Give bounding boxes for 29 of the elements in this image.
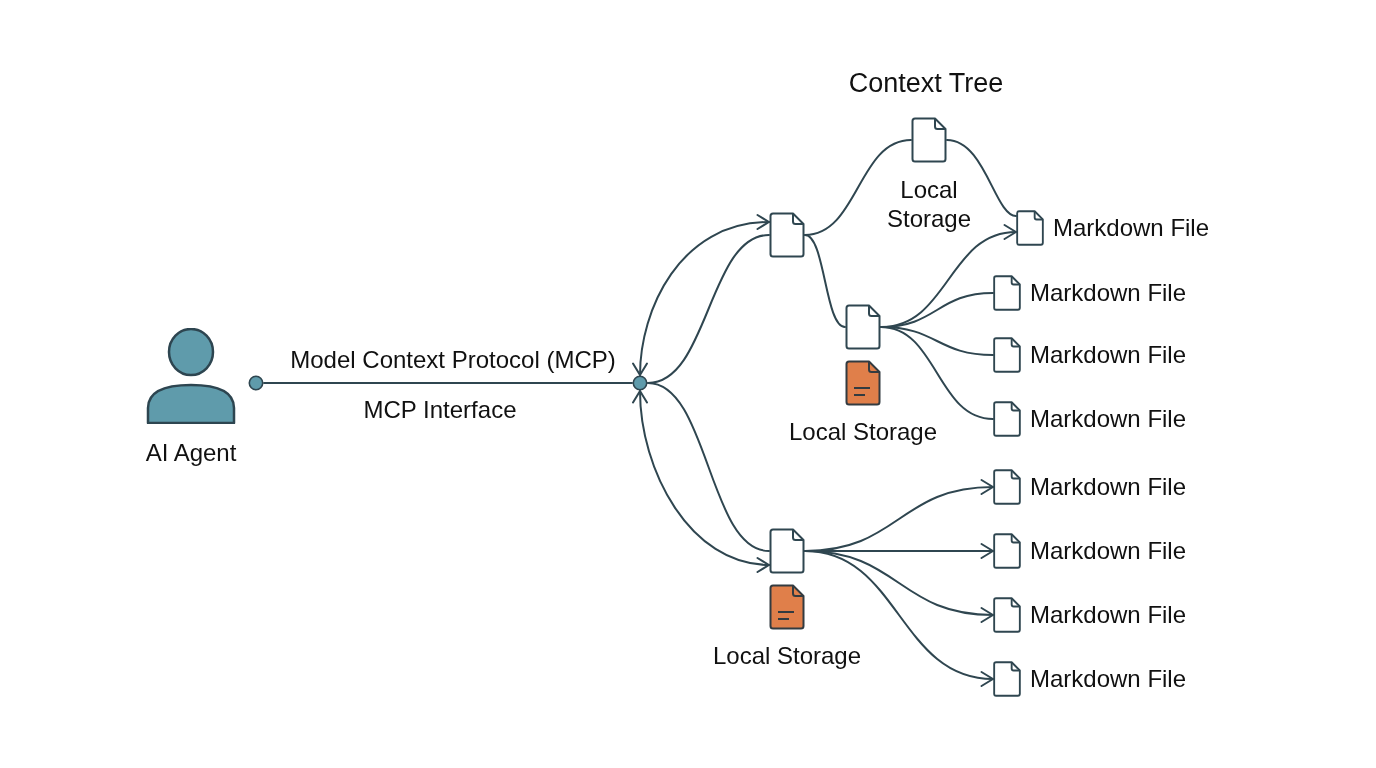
- node-label: Markdown File: [1030, 665, 1187, 693]
- diagram-title: Context Tree: [848, 68, 1004, 98]
- node-label: Markdown File: [1030, 473, 1187, 501]
- connector-line: [804, 234, 846, 328]
- double-arrow: [632, 215, 770, 376]
- double-arrow: [632, 390, 770, 572]
- node-label: Markdown File: [1053, 214, 1210, 242]
- node-label: Markdown File: [1030, 279, 1187, 307]
- node-label: Markdown File: [1030, 341, 1187, 369]
- connector-line: [880, 326, 994, 420]
- arrow: [804, 550, 994, 686]
- connector-line: [647, 382, 770, 552]
- text-label: MCP Interface: [363, 396, 517, 424]
- connector-line: [946, 139, 1017, 217]
- connector-line: [804, 139, 912, 236]
- document-icon: [845, 304, 881, 350]
- connector-line: [263, 382, 633, 384]
- document-icon: [911, 117, 947, 163]
- node-label: Markdown File: [1030, 405, 1187, 433]
- node-label: AI Agent: [145, 439, 237, 467]
- document-icon: [769, 528, 805, 574]
- node-label: Markdown File: [1030, 601, 1187, 629]
- node-caption: Local Storage: [885, 175, 973, 233]
- dot-icon: [632, 375, 648, 391]
- document-icon: [769, 212, 805, 258]
- node-label: Local Storage: [712, 642, 862, 670]
- dot-icon: [248, 375, 264, 391]
- node-label: Local Storage: [788, 418, 938, 446]
- node-label: Markdown File: [1030, 537, 1187, 565]
